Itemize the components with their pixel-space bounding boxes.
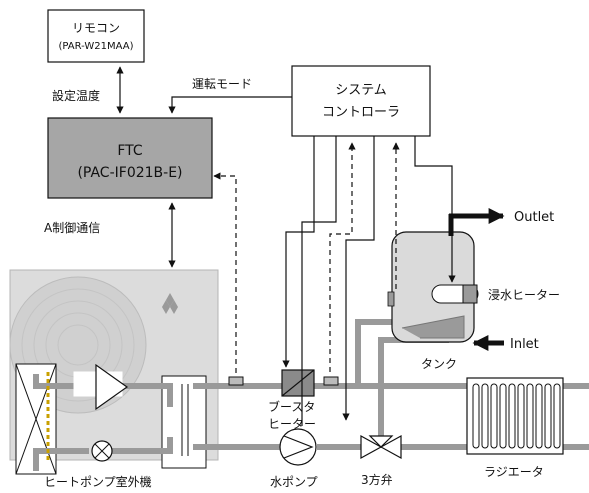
setting-temp-label: 設定温度 — [52, 88, 100, 103]
a-control-label: A制御通信 — [44, 220, 100, 235]
expansion-valve — [92, 441, 112, 461]
temp-sensor-2 — [324, 377, 338, 385]
outlet-label: Outlet — [514, 210, 554, 225]
booster-heater — [282, 370, 314, 396]
tank — [388, 232, 478, 342]
booster-heater-label-2: ヒーター — [268, 417, 316, 431]
radiator — [467, 378, 563, 454]
ftc-box: FTC (PAC-IF021B-E) — [48, 118, 212, 198]
water-pump-label: 水ポンプ — [270, 475, 318, 489]
inlet-label: Inlet — [510, 337, 539, 352]
dashed-signal-lines — [214, 143, 396, 373]
system-controller-box: システム コントローラ — [292, 66, 430, 136]
water-pump — [280, 429, 316, 465]
svg-text:(PAR-W21MAA): (PAR-W21MAA) — [59, 41, 134, 52]
booster-heater-label-1: ブースタ — [268, 399, 315, 414]
operation-mode-label: 運転モード — [192, 77, 252, 91]
three-way-valve — [361, 436, 401, 458]
immersion-heater-label: 浸水ヒーター — [488, 288, 560, 302]
tank-label: タンク — [421, 357, 457, 371]
radiator-label: ラジエータ — [484, 465, 544, 479]
heat-pump-label: ヒートポンプ室外機 — [44, 474, 152, 489]
temp-sensor-1 — [229, 377, 243, 385]
svg-text:(PAC-IF021B-E): (PAC-IF021B-E) — [77, 165, 182, 181]
svg-text:システム: システム — [335, 83, 387, 98]
remote-box: リモコン (PAR-W21MAA) — [48, 10, 144, 62]
svg-text:コントローラ: コントローラ — [322, 105, 400, 120]
svg-text:リモコン: リモコン — [72, 21, 120, 35]
three-way-valve-label: 3方弁 — [361, 472, 393, 487]
svg-text:FTC: FTC — [117, 143, 143, 159]
